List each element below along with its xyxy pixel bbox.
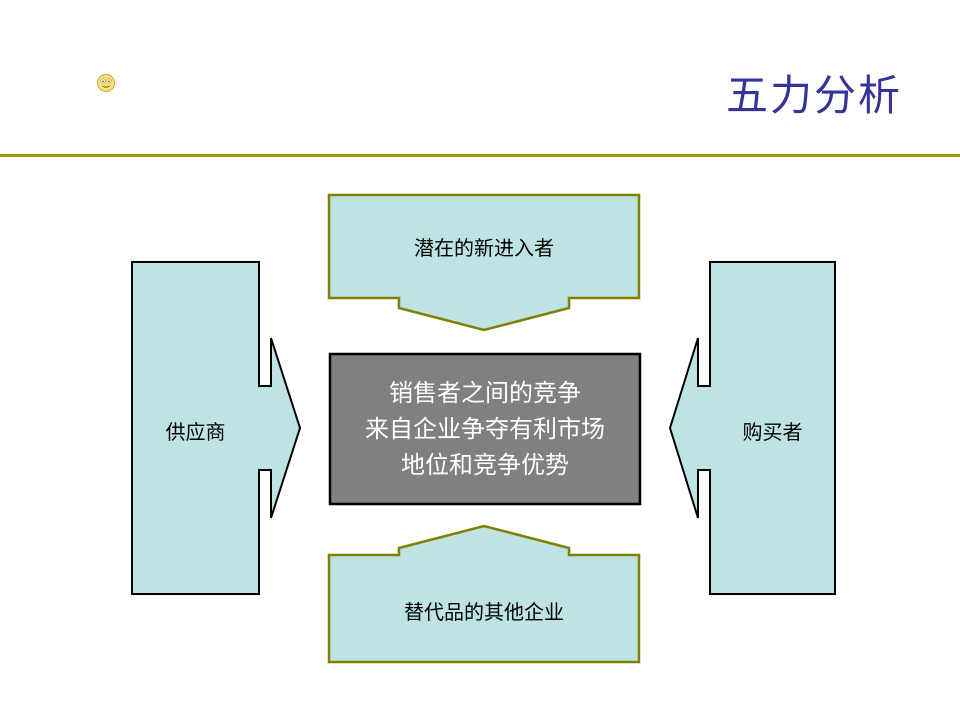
top-force-label: 潜在的新进入者 [414,236,554,260]
top-force-callout [327,193,641,332]
left-force-callout [131,261,302,595]
center-text-line: 销售者之间的竞争 [389,379,581,407]
page-title: 五力分析 [725,71,902,120]
left-force-label: 供应商 [165,420,226,444]
smiley-icon [97,74,115,92]
right-force-label: 购买者 [742,420,803,444]
center-text-line: 来自企业争夺有利市场 [365,415,605,443]
bottom-force-callout [327,524,641,664]
right-force-callout [668,261,836,595]
title-divider [0,154,960,157]
center-force-text: 销售者之间的竞争 来自企业争夺有利市场 地位和竞争优势 [330,354,640,504]
center-text-line: 地位和竞争优势 [401,451,569,479]
bottom-force-label: 替代品的其他企业 [404,600,564,624]
center-box [328,352,642,506]
